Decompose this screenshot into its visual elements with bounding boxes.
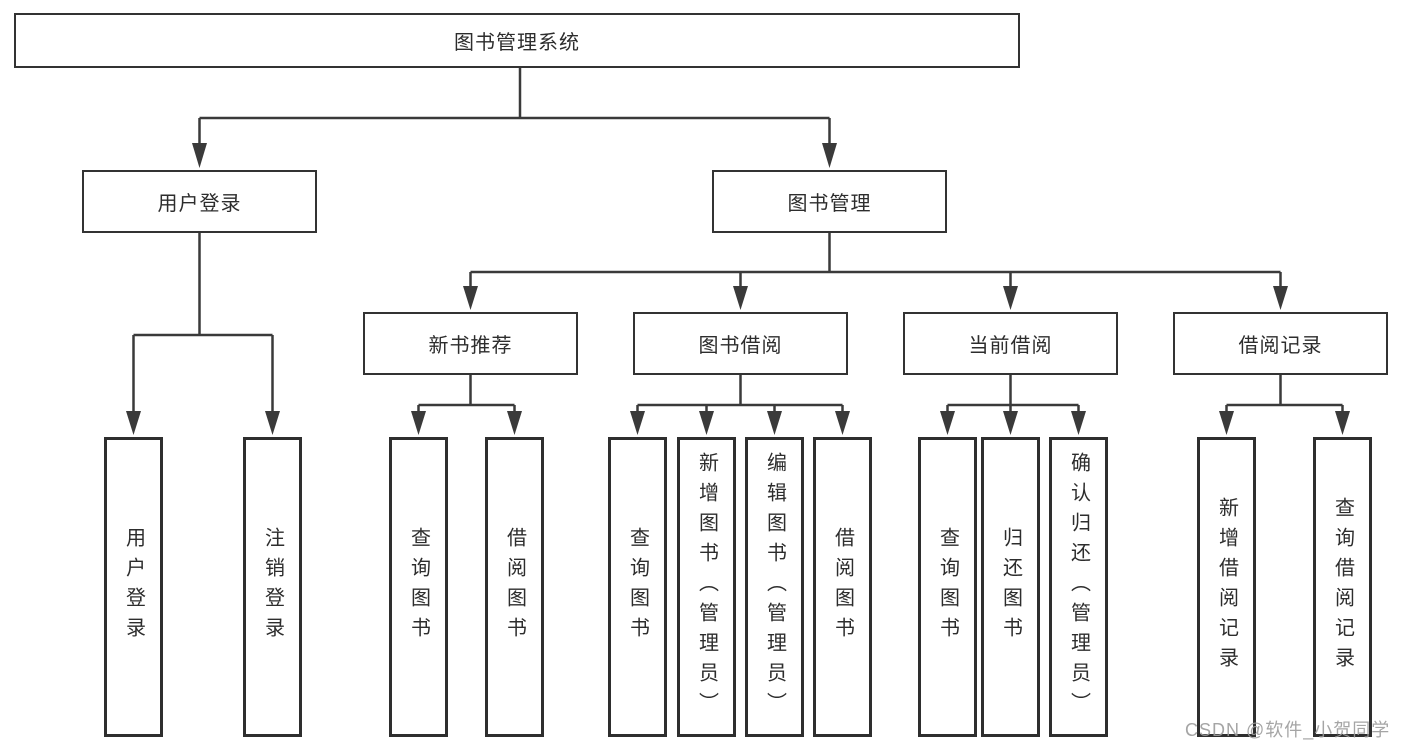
leaf-borrowing-query-books-label: 查询图书 xyxy=(626,527,649,647)
leaf-borrowing-edit-books-admin: 编辑图书（管理员） xyxy=(745,437,804,737)
leaf-borrowing-borrow-books: 借阅图书 xyxy=(813,437,872,737)
leaf-user-login: 用户登录 xyxy=(104,437,163,737)
leaf-current-query-books: 查询图书 xyxy=(918,437,977,737)
leaf-logout-label: 注销登录 xyxy=(261,527,284,647)
leaf-borrowing-add-books-admin-label: 新增图书（管理员） xyxy=(695,452,718,722)
leaf-records-add-record-label: 新增借阅记录 xyxy=(1215,497,1238,677)
leaf-user-login-label: 用户登录 xyxy=(122,527,145,647)
root-node-label: 图书管理系统 xyxy=(454,32,580,54)
borrow-records-label: 借阅记录 xyxy=(1238,335,1323,357)
user-login-label: 用户登录 xyxy=(157,193,242,215)
borrow-records-node: 借阅记录 xyxy=(1173,312,1388,375)
new-book-recommend-label: 新书推荐 xyxy=(428,335,513,357)
leaf-newbooks-borrow-books: 借阅图书 xyxy=(485,437,544,737)
current-borrowing-label: 当前借阅 xyxy=(968,335,1053,357)
leaf-current-confirm-return-admin-label: 确认归还（管理员） xyxy=(1067,452,1090,722)
leaf-records-query-record: 查询借阅记录 xyxy=(1313,437,1372,737)
leaf-records-query-record-label: 查询借阅记录 xyxy=(1331,497,1354,677)
leaf-borrowing-edit-books-admin-label: 编辑图书（管理员） xyxy=(763,452,786,722)
leaf-newbooks-query-books-label: 查询图书 xyxy=(407,527,430,647)
leaf-current-query-books-label: 查询图书 xyxy=(936,527,959,647)
root-node-library-system: 图书管理系统 xyxy=(14,13,1020,68)
book-borrowing-label: 图书借阅 xyxy=(698,335,783,357)
leaf-records-add-record: 新增借阅记录 xyxy=(1197,437,1256,737)
book-borrowing-node: 图书借阅 xyxy=(633,312,848,375)
leaf-borrowing-borrow-books-label: 借阅图书 xyxy=(831,527,854,647)
leaf-newbooks-query-books: 查询图书 xyxy=(389,437,448,737)
book-management-label: 图书管理 xyxy=(787,193,872,215)
leaf-borrowing-add-books-admin: 新增图书（管理员） xyxy=(677,437,736,737)
arrowheads xyxy=(126,143,1350,435)
leaf-current-return-books: 归还图书 xyxy=(981,437,1040,737)
leaf-current-confirm-return-admin: 确认归还（管理员） xyxy=(1049,437,1108,737)
csdn-watermark: CSDN @软件_小贺同学 xyxy=(1185,720,1391,740)
leaf-logout: 注销登录 xyxy=(243,437,302,737)
leaf-current-return-books-label: 归还图书 xyxy=(999,527,1022,647)
leaf-borrowing-query-books: 查询图书 xyxy=(608,437,667,737)
user-login-node: 用户登录 xyxy=(82,170,317,233)
book-management-node: 图书管理 xyxy=(712,170,947,233)
current-borrowing-node: 当前借阅 xyxy=(903,312,1118,375)
new-book-recommend-node: 新书推荐 xyxy=(363,312,578,375)
leaf-newbooks-borrow-books-label: 借阅图书 xyxy=(503,527,526,647)
